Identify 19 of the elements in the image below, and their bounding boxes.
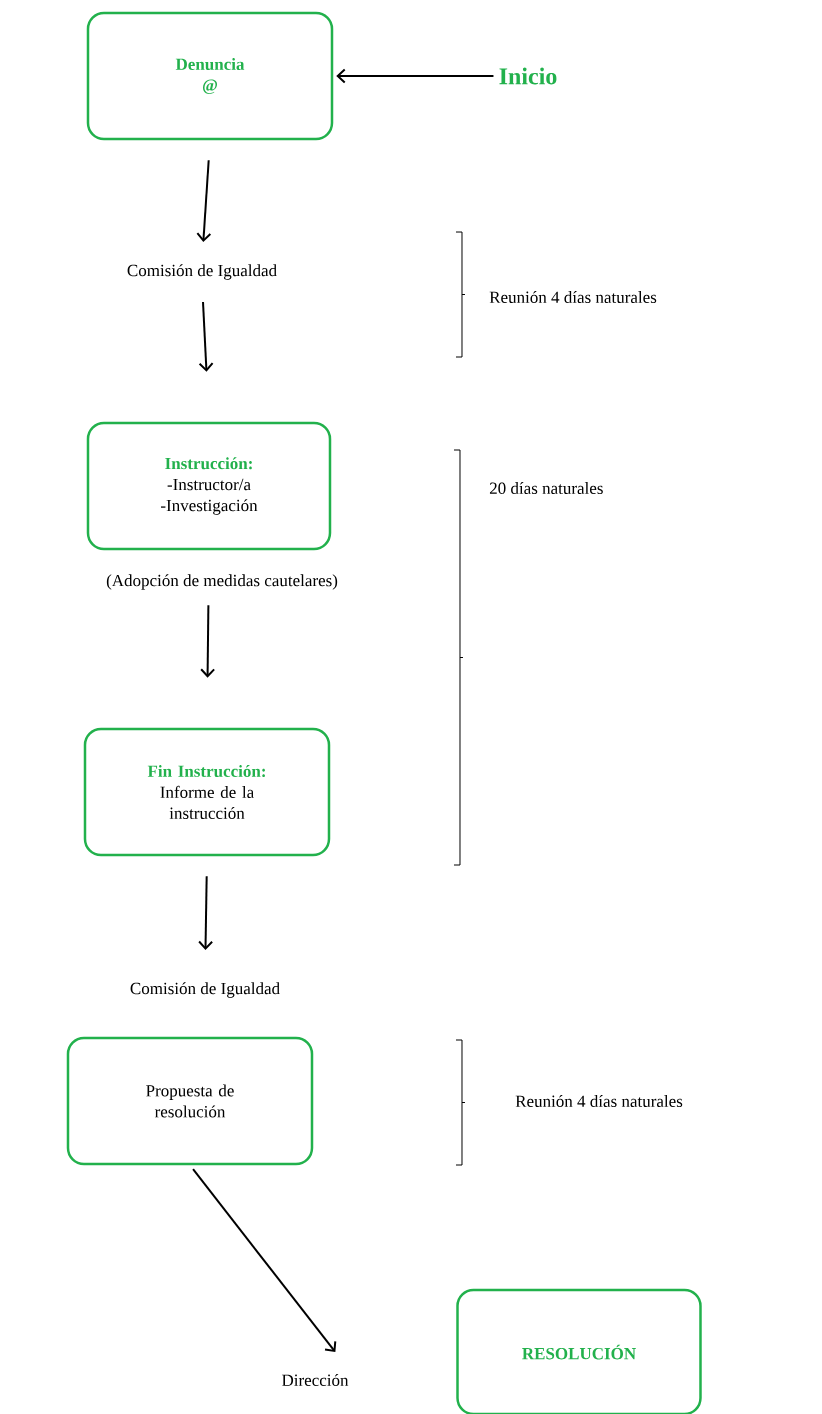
process-box: Propuesta de resolución bbox=[66, 1036, 314, 1166]
process-box: RESOLUCIÓN bbox=[456, 1288, 702, 1414]
duration-note: Reunión 4 días naturales bbox=[515, 1095, 683, 1107]
process-box: Denuncia @ bbox=[86, 11, 334, 141]
step-text: Comisión de Igualdad bbox=[127, 264, 277, 280]
arrow bbox=[198, 875, 214, 951]
arrow bbox=[198, 300, 214, 372]
duration-note: Reunión 4 días naturales bbox=[489, 291, 657, 303]
duration-note: 20 días naturales bbox=[489, 482, 603, 494]
process-box: Fin Instrucción: Informe de la instrucción bbox=[83, 727, 331, 857]
step-text: Inicio bbox=[499, 67, 557, 85]
caption-text: (Adopción de medidas cautelares) bbox=[106, 574, 338, 590]
arrow bbox=[200, 604, 216, 678]
arrow bbox=[336, 68, 495, 84]
step-text: Dirección bbox=[281, 1374, 349, 1386]
step-text: Comisión de Igualdad bbox=[130, 982, 280, 998]
process-box: Instrucción: -Instructor/a -Investigación bbox=[86, 421, 332, 551]
arrow bbox=[192, 1168, 337, 1353]
arrow bbox=[196, 159, 212, 243]
